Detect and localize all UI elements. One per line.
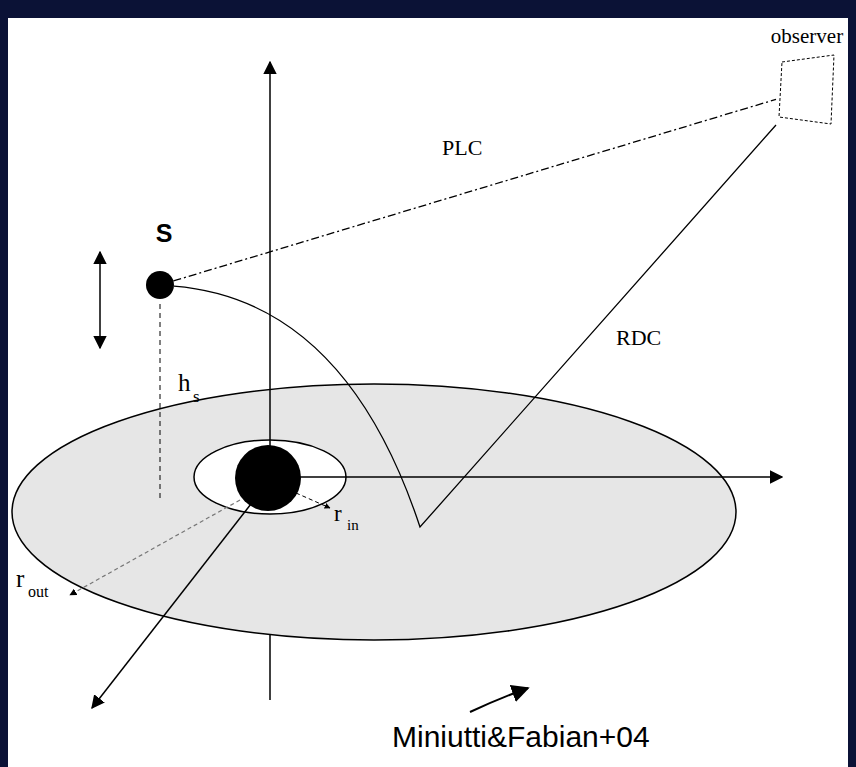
black-hole <box>235 445 301 511</box>
plc-label: PLC <box>440 136 484 160</box>
r-out-line <box>70 500 240 595</box>
z-axis <box>269 62 271 470</box>
radius-subscript: in <box>347 518 359 533</box>
x-axis <box>290 476 782 478</box>
r-in-line <box>296 493 330 508</box>
height-line <box>160 304 161 498</box>
observer-label: observer <box>771 26 843 47</box>
reflection-ray <box>174 125 776 527</box>
direct-ray <box>173 99 776 281</box>
source-dot: S <box>146 271 174 299</box>
rdc-label: RDC <box>614 326 663 350</box>
radius-label: r <box>334 502 342 525</box>
height-subscript: s <box>193 388 200 405</box>
detector-outline <box>779 55 834 124</box>
citation: Miniutti&Fabian+04 <box>392 722 650 752</box>
radius-subscript: out <box>28 584 48 600</box>
y-axis <box>92 495 258 708</box>
radius-label: r <box>16 566 24 591</box>
height-label: h <box>178 370 191 395</box>
source-label: S <box>156 221 173 246</box>
observer-detector: observer <box>776 52 838 128</box>
motion-arrow <box>99 252 101 348</box>
rotation-arrow <box>470 688 528 712</box>
detector-outline <box>776 52 838 128</box>
